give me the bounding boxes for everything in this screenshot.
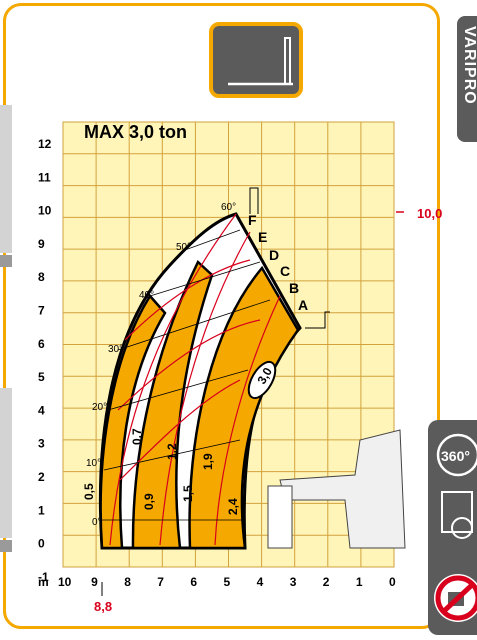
capacity-label: 1,9 (201, 453, 215, 470)
x-tick-label: 0 (389, 575, 396, 589)
y-tick-label: 7 (38, 304, 45, 318)
x-tick-label: 8 (124, 575, 131, 589)
y-tick-label: 2 (38, 470, 45, 484)
side-tab (0, 105, 12, 253)
y-tick-label: 3 (38, 437, 45, 451)
no-load-prohibition-icon (434, 574, 477, 622)
brand-tab-label: VARIPRO (461, 26, 477, 105)
x-tick-label: 4 (257, 575, 264, 589)
angle-labels: 0° 10° 20° 30° 40° 50° 60° (86, 202, 236, 528)
feature-icons-panel: 360° (428, 420, 477, 635)
y-tick-label: 4 (38, 403, 45, 417)
extension-label: B (289, 280, 299, 296)
brand-tab[interactable]: VARIPRO (457, 16, 477, 142)
machine-silhouette (267, 429, 406, 549)
x-axis-unit: m (38, 575, 49, 589)
fork-icon (228, 37, 293, 86)
x-tick-label: 1 (356, 575, 363, 589)
svg-text:360°: 360° (441, 448, 470, 464)
side-tab-divider (0, 540, 12, 552)
extension-label: A (298, 297, 308, 313)
x-tick-label: 9 (91, 575, 98, 589)
y-tick-label: -1 (38, 570, 49, 584)
angle-label: 0° (92, 517, 102, 528)
extension-label: D (269, 247, 279, 263)
fork-attachment-button[interactable] (209, 22, 303, 98)
capacity-label: 2,4 (226, 498, 240, 515)
capacity-labels: 0,50,70,91,21,51,92,43,0 (82, 365, 275, 515)
chart-title: MAX 3,0 ton (84, 122, 187, 142)
y-tick-label: 5 (38, 370, 45, 384)
max-reach-label: 8,8 (94, 599, 112, 614)
y-tick-label: 11 (38, 170, 51, 184)
capacity-label: 1,5 (181, 485, 195, 502)
x-tick-label: 3 (290, 575, 297, 589)
angle-label: 20° (92, 402, 107, 413)
y-tick-label: 10 (38, 204, 52, 218)
max-height-label: 10,0 (417, 206, 442, 221)
y-tick-label: 0 (38, 537, 45, 551)
y-tick-label: 1 (38, 503, 45, 517)
machine-icon (441, 491, 473, 539)
fork-markers (249, 187, 330, 329)
extension-label: C (280, 263, 290, 279)
extension-label: E (258, 229, 267, 245)
angle-label: 60° (221, 202, 236, 213)
side-tab-divider (0, 255, 12, 267)
rotation-360-icon: 360° (436, 433, 477, 477)
capacity-label: 0,9 (142, 493, 156, 510)
angle-label: 30° (108, 344, 123, 355)
x-tick-label: 2 (323, 575, 330, 589)
x-tick-label: 6 (190, 575, 197, 589)
side-tab (0, 388, 12, 538)
y-tick-label: 9 (38, 237, 45, 251)
capacity-label: 1,2 (165, 443, 179, 460)
x-tick-label: 7 (157, 575, 164, 589)
capacity-label: 0,7 (130, 428, 144, 445)
x-tick-label: 10 (58, 575, 72, 589)
capacity-label: 0,5 (82, 483, 96, 500)
y-tick-label: 12 (38, 137, 52, 151)
angle-label: 40° (139, 290, 154, 301)
angle-label: 50° (176, 242, 191, 253)
y-tick-label: 6 (38, 337, 45, 351)
x-tick-label: 5 (224, 575, 231, 589)
angle-label: 10° (86, 458, 101, 469)
y-tick-label: 8 (38, 270, 45, 284)
extension-label: F (248, 212, 257, 228)
